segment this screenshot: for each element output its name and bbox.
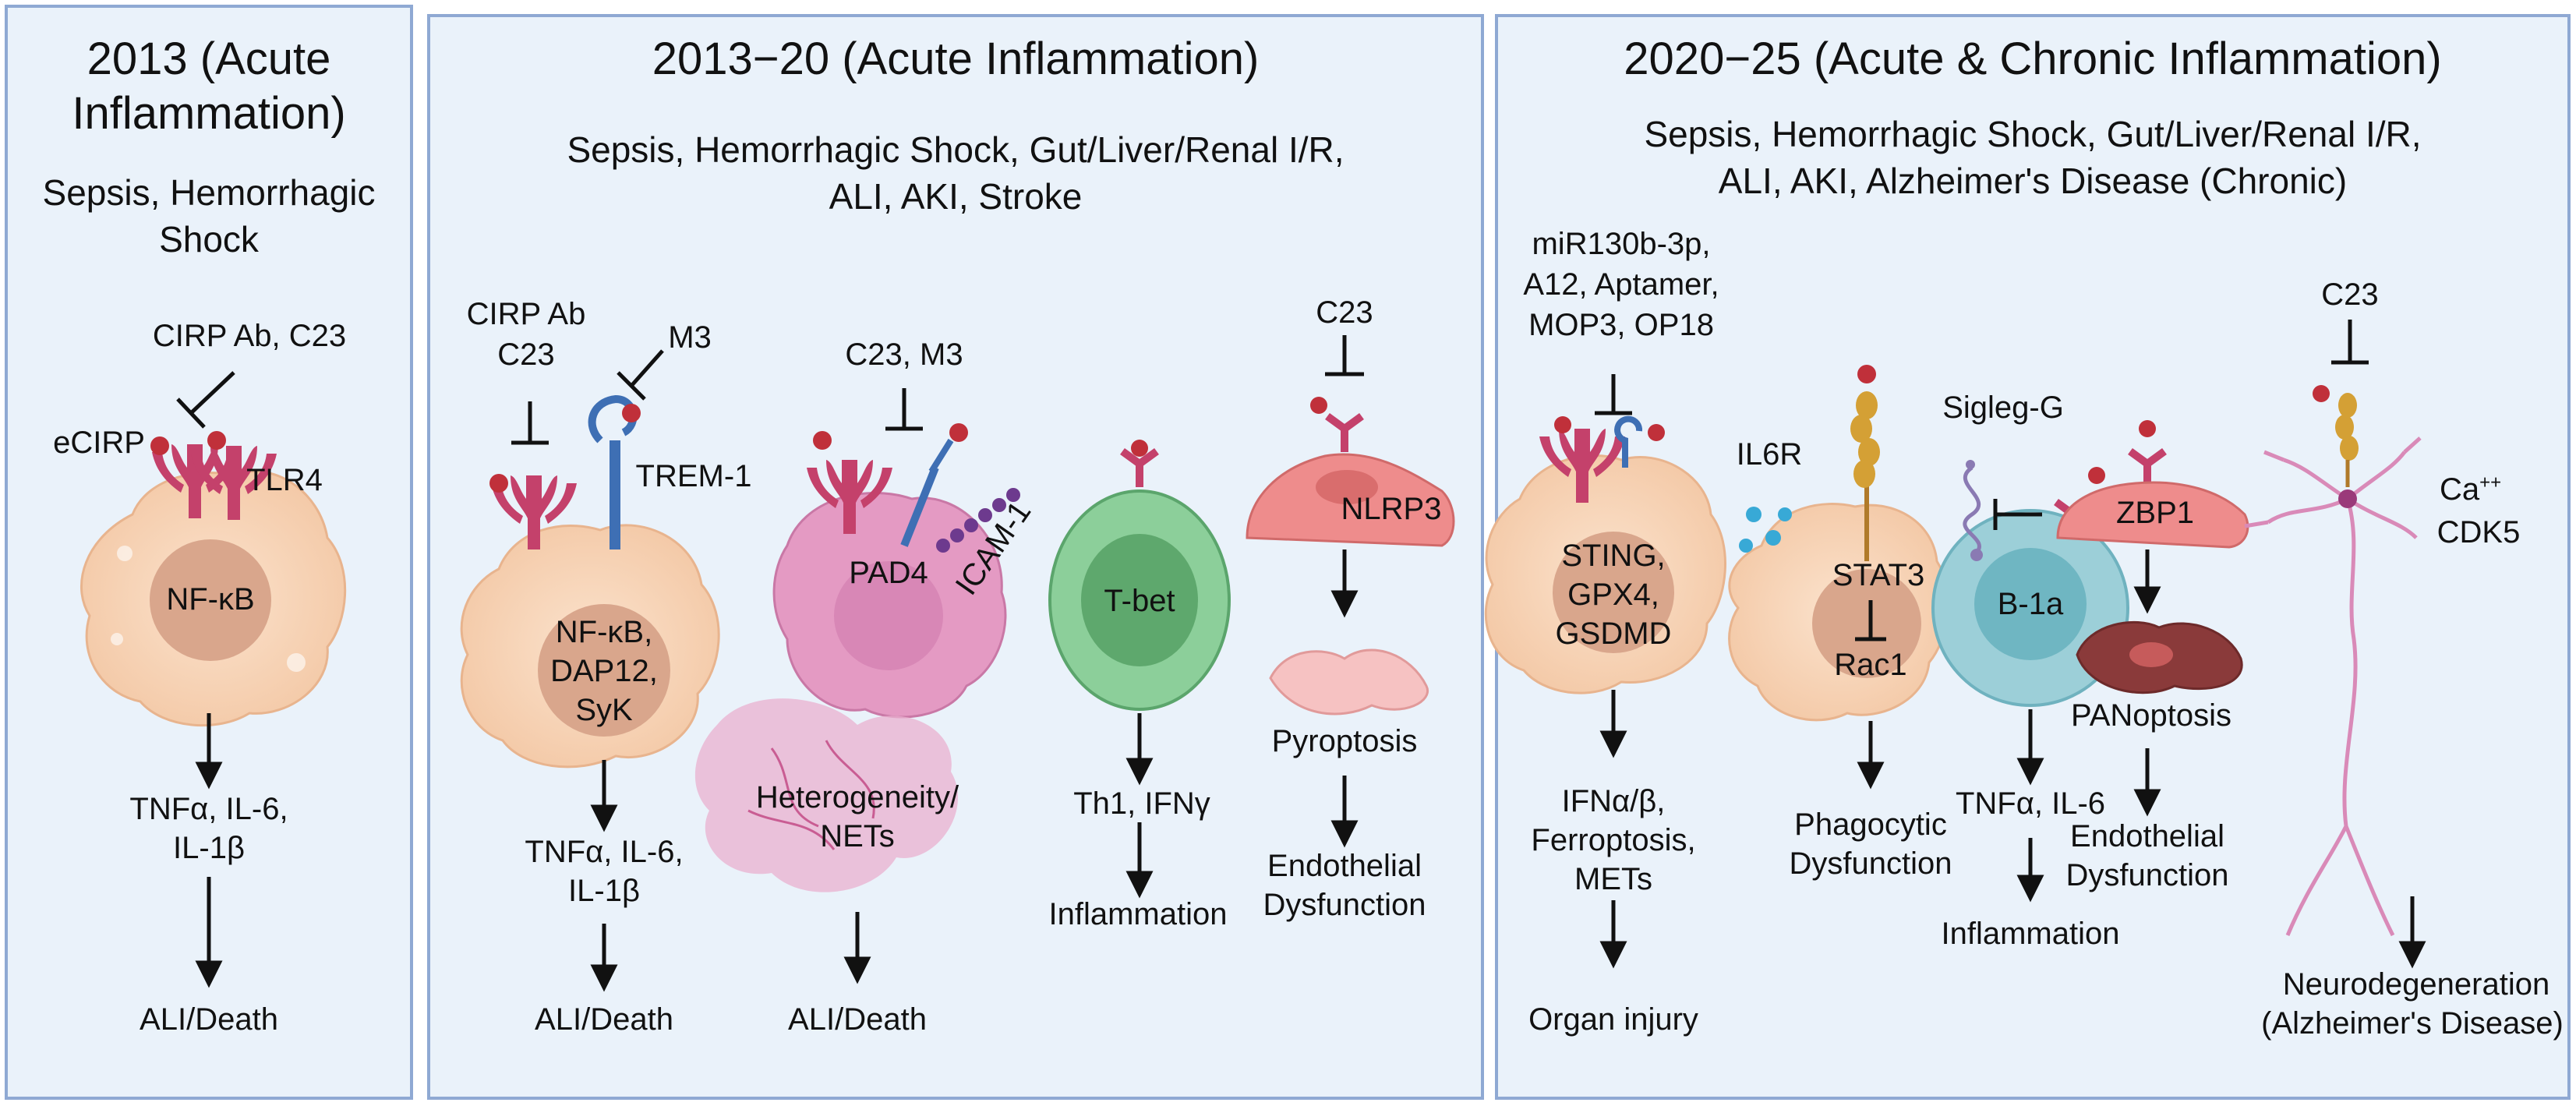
ecirp-molecule (150, 436, 169, 455)
panel3-graphics (1484, 320, 2426, 969)
panel3-mac-inhibitor-line1: miR130b-3p, (1532, 227, 1711, 261)
panel3-b1a-outcome: Inflammation (1941, 917, 2120, 951)
panel2-endo-inhibitor: C23 (1316, 295, 1373, 330)
panel3-neuron-inhibitor: C23 (2321, 277, 2379, 312)
panel3-mac-signal-line3: GSDMD (1555, 617, 1672, 651)
panel3-mac-inhibitor-line3: MOP3, OP18 (1528, 308, 1714, 342)
panel3-il6r-outcome-line1: Phagocytic (1794, 807, 1947, 842)
panel3-mac-signal-line2: GPX4, (1567, 578, 1659, 612)
panel2-nlrp3-label: NLRP3 (1341, 492, 1442, 526)
panel1-conditions-line2: Shock (159, 219, 259, 260)
panel3-zbp1-outcome-line1: Endothelial (2070, 819, 2224, 853)
panel2-endo-outcome-line2: Dysfunction (1263, 888, 1426, 922)
panel2-pad4-label: PAD4 (849, 556, 928, 590)
calcium-charge: ++ (2479, 472, 2502, 493)
panel3-cdk5-label: CDK5 (2436, 515, 2521, 549)
nucleus (150, 539, 271, 661)
panel3-mac-inhibitor-line2: A12, Aptamer, (1523, 267, 1719, 302)
panel2-mac-output-line1: TNFα, IL-6, (525, 835, 684, 869)
panel2-conditions-line1: Sepsis, Hemorrhagic Shock, Gut/Liver/Ren… (567, 129, 1345, 170)
panel3-b1a-label: B-1a (1997, 587, 2064, 621)
panel2-net-line2: NETs (820, 819, 895, 853)
panel3-siglec-label: Sigleg-G (1942, 390, 2064, 425)
panel1-conditions-line1: Sepsis, Hemorrhagic (42, 172, 376, 213)
panel3-il6r-outcome-line2: Dysfunction (1789, 846, 1952, 881)
panel1-inhibitors: CIRP Ab, C23 (152, 319, 347, 353)
panel3-neuron-outcome-line1: Neurodegeneration (2282, 967, 2550, 1002)
panel2-mac-signal-line1: NF-κB, (555, 615, 653, 649)
calcium-ion: Ca (2440, 472, 2480, 507)
panel2-pyroptosis: Pyroptosis (1271, 724, 1418, 758)
panel3-conditions-line1: Sepsis, Hemorrhagic Shock, Gut/Liver/Ren… (1644, 114, 2422, 154)
panel2-neut-inhibitor: C23, M3 (845, 337, 963, 372)
panel3-mac-outcome: Organ injury (1528, 1002, 1698, 1037)
panel3-panoptosis: PANoptosis (2070, 698, 2231, 733)
panel2-net-line1: Heterogeneity/ (755, 780, 959, 814)
panel1-title-line1: 2013 (Acute (87, 34, 331, 84)
panel1-graphics (80, 371, 347, 988)
panel3-b1a-output: TNFα, IL-6 (1955, 786, 2106, 821)
panel2-tbet-label: T-bet (1104, 584, 1175, 618)
panel3-zbp1-label: ZBP1 (2115, 496, 2195, 530)
panel2-title: 2013−20 (Acute Inflammation) (652, 34, 1260, 84)
panel2-graphics (460, 335, 1455, 992)
panel3-mac-output-line1: IFNα/β, (1561, 784, 1666, 818)
panel3-il6r-label: IL6R (1736, 437, 1803, 472)
panel2-mac-signal-line3: SyK (575, 693, 633, 727)
panel2-tcell-outcome: Inflammation (1048, 897, 1228, 931)
panel3-neuron-outcome-line2: (Alzheimer's Disease) (2261, 1006, 2564, 1041)
panel3-conditions-line2: ALI, AKI, Alzheimer's Disease (Chronic) (1718, 161, 2348, 201)
panel2-mac-outcome: ALI/Death (535, 1002, 673, 1037)
panel3-stat3-label: STAT3 (1832, 558, 1925, 592)
panel1-receptor-label: TLR4 (246, 463, 323, 497)
panel3-mac-signal-line1: STING, (1561, 539, 1666, 573)
panel2-trem-inhibitor: M3 (668, 320, 712, 355)
panel2-neut-outcome: ALI/Death (788, 1002, 927, 1037)
panel1-ligand-label: eCIRP (53, 426, 145, 460)
panel3-title: 2020−25 (Acute & Chronic Inflammation) (1624, 34, 2442, 84)
panel1-nucleus-label: NF-κB (166, 582, 255, 617)
panel3-mac-output-line3: METs (1574, 862, 1652, 896)
panel3-mac-output-line2: Ferroptosis, (1531, 823, 1696, 857)
panel1-title-line2: Inflammation) (72, 88, 346, 139)
panel2-trem-label: TREM-1 (635, 459, 752, 493)
panel3-calcium-label: Ca++ (2440, 472, 2518, 508)
panel2-mac-inhibitor-line1: CIRP Ab (466, 297, 586, 331)
panel2-mac-signal-line2: DAP12, (550, 654, 658, 688)
panel3-rac1-label: Rac1 (1834, 648, 1907, 682)
panel2-mac-inhibitor-line2: C23 (497, 337, 555, 372)
panel1-output-line2: IL-1β (173, 831, 245, 865)
panel1-output-line1: TNFα, IL-6, (129, 792, 288, 826)
panel2-tcell-output: Th1, IFNγ (1073, 786, 1210, 821)
panel2-conditions-line2: ALI, AKI, Stroke (829, 176, 1083, 217)
panel1-outcome: ALI/Death (140, 1002, 278, 1037)
panel2-endo-outcome-line1: Endothelial (1267, 849, 1422, 883)
panel2-mac-output-line2: IL-1β (568, 874, 640, 908)
panel3-zbp1-outcome-line2: Dysfunction (2065, 858, 2229, 892)
